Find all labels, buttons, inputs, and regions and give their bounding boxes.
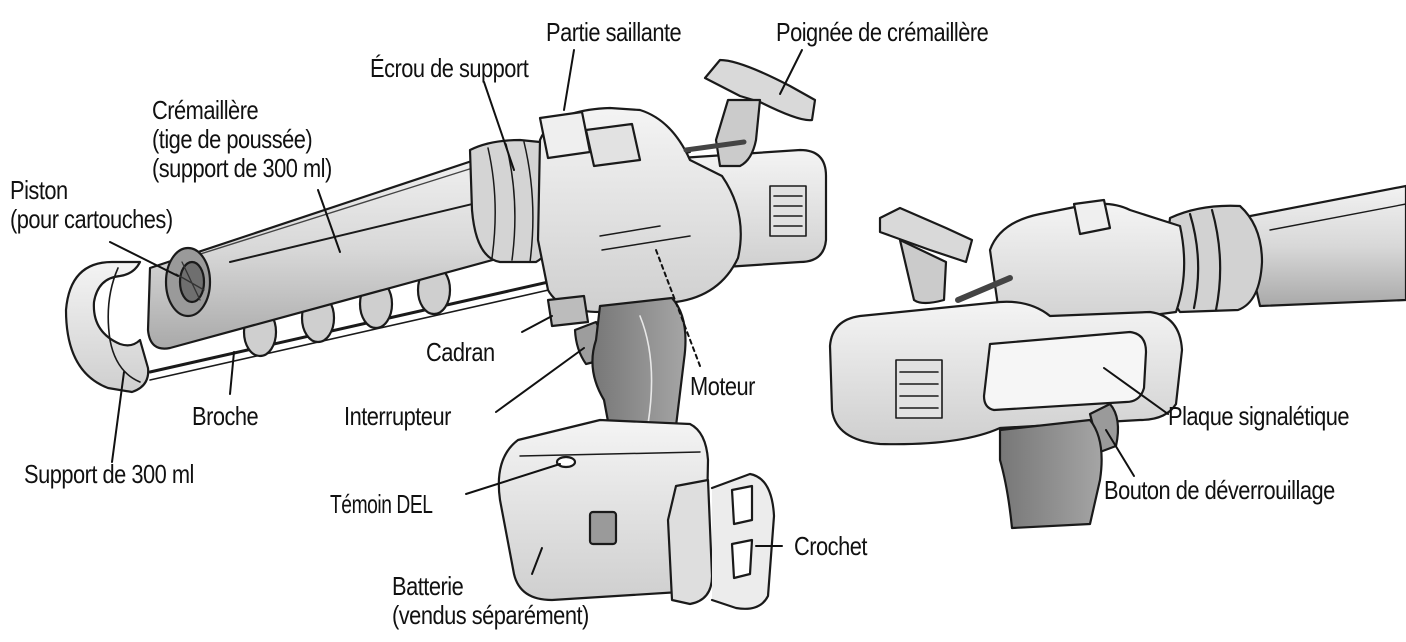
label-broche: Broche <box>192 402 258 431</box>
nameplate <box>984 332 1146 410</box>
label-cremaillere-line1: Crémaillère <box>152 96 332 125</box>
label-moteur: Moteur <box>690 372 755 401</box>
label-interrupteur: Interrupteur <box>344 402 451 431</box>
label-piston-line2: (pour cartouches) <box>10 205 173 234</box>
right-grip <box>1000 420 1102 528</box>
led-indicator <box>557 457 575 467</box>
label-support-300: Support de 300 ml <box>24 460 194 489</box>
label-cremaillere: Crémaillère (tige de poussée) (support d… <box>152 96 332 183</box>
battery-button <box>590 512 616 544</box>
piston-disk <box>166 248 210 316</box>
right-barrel <box>1240 186 1406 306</box>
label-poignee-cremaillere: Poignée de crémaillère <box>776 18 988 47</box>
rear-vent <box>770 186 806 236</box>
label-cremaillere-line2: (tige de poussée) <box>152 125 332 154</box>
label-bouton-deverrouillage: Bouton de déverrouillage <box>1104 476 1335 505</box>
label-crochet: Crochet <box>794 532 867 561</box>
label-cremaillere-line3: (support de 300 ml) <box>152 154 332 183</box>
label-ecrou-support: Écrou de support <box>370 54 528 83</box>
label-batterie-line1: Batterie <box>392 572 589 601</box>
label-batterie-line2: (vendus séparément) <box>392 601 589 630</box>
label-piston: Piston (pour cartouches) <box>10 176 173 234</box>
rear-cap-vent <box>896 360 942 418</box>
dial <box>548 296 588 326</box>
grip <box>592 298 685 432</box>
label-temoin-del: Témoin DEL <box>330 490 432 519</box>
label-batterie: Batterie (vendus séparément) <box>392 572 589 630</box>
hook <box>668 480 712 604</box>
label-cadran: Cadran <box>426 338 495 367</box>
label-partie-saillante: Partie saillante <box>546 18 681 47</box>
front-holder <box>66 262 148 392</box>
top-protrusion <box>540 112 590 158</box>
label-piston-line1: Piston <box>10 176 173 205</box>
label-plaque-signaletique: Plaque signalétique <box>1168 402 1349 431</box>
